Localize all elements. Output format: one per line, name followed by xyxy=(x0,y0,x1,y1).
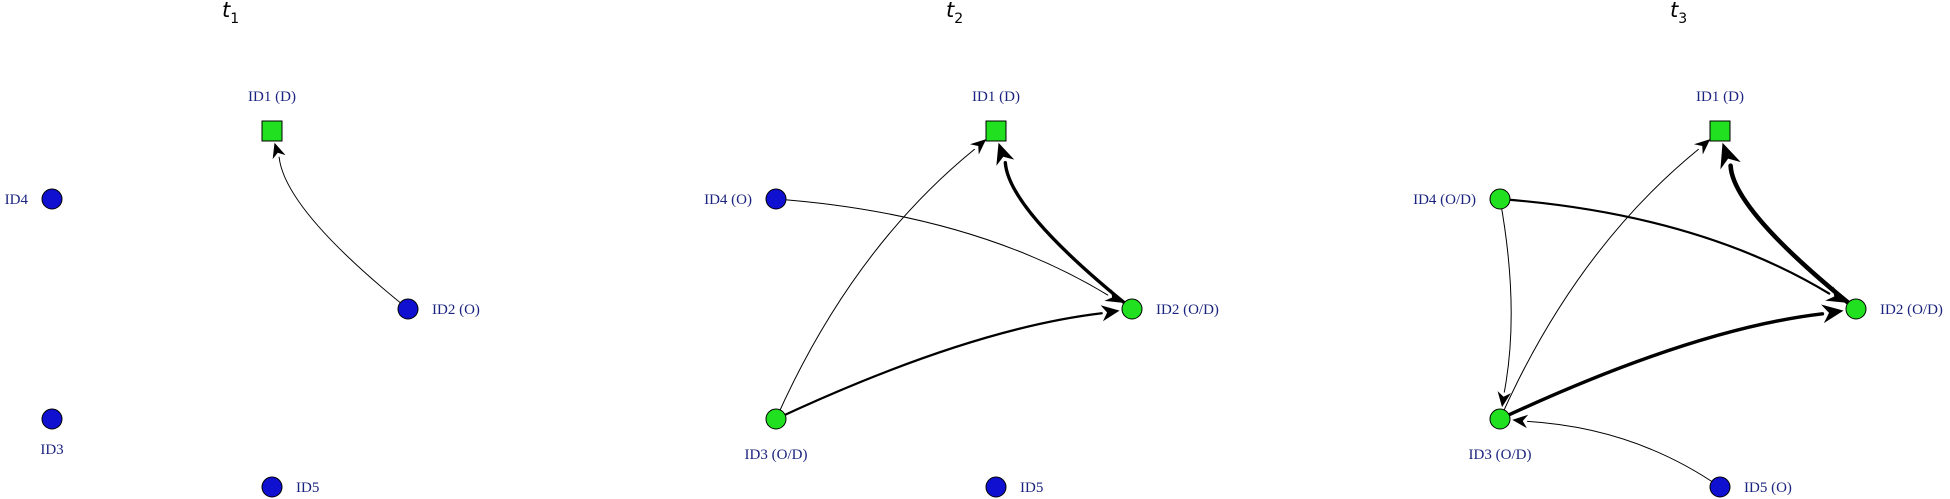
edge-id3-to-id2 xyxy=(774,312,1103,421)
node-label: ID2 (O/D) xyxy=(1156,302,1219,318)
node-id1[interactable]: ID1 (D) xyxy=(248,89,296,142)
node-id2[interactable]: ID2 (O) xyxy=(397,298,480,320)
node-circle xyxy=(1845,298,1867,320)
node-id1[interactable]: ID1 (D) xyxy=(1696,89,1744,142)
node-label: ID5 (O) xyxy=(1744,480,1792,496)
node-id2[interactable]: ID2 (O/D) xyxy=(1845,298,1943,320)
edge-id5-to-id3 xyxy=(1527,420,1721,488)
arrowhead xyxy=(1821,304,1844,324)
node-id3[interactable]: ID3 (O/D) xyxy=(1469,408,1532,463)
arrowhead xyxy=(1693,139,1711,155)
destination-square xyxy=(985,120,1007,142)
node-circle xyxy=(765,408,787,430)
destination-square xyxy=(1709,120,1731,142)
edge-id3-to-id1 xyxy=(775,148,975,420)
panel-title: t3 xyxy=(1670,0,1687,27)
arrowhead xyxy=(996,142,1015,166)
edge-id4-to-id2 xyxy=(1498,197,1831,295)
edge-id2-to-id1 xyxy=(1728,163,1859,312)
node-id5[interactable]: ID5 xyxy=(261,476,319,498)
node-circle xyxy=(41,188,63,210)
panel-t2: t2 ID1 (D) ID4 (O) ID2 (O/D) ID3 (O/D) ID5 xyxy=(704,0,1219,498)
node-label: ID2 (O) xyxy=(432,302,480,318)
node-id2[interactable]: ID2 (O/D) xyxy=(1121,298,1219,320)
node-label: ID3 (O/D) xyxy=(1469,447,1532,463)
node-id5[interactable]: ID5 (O) xyxy=(1709,476,1792,498)
destination-square xyxy=(261,120,283,142)
node-id1[interactable]: ID1 (D) xyxy=(972,89,1020,142)
edge-id2-to-id1 xyxy=(278,156,409,310)
node-circle xyxy=(1709,476,1731,498)
node-label: ID4 (O/D) xyxy=(1413,192,1476,208)
arrowhead xyxy=(1720,142,1741,170)
node-circle xyxy=(985,476,1007,498)
node-label: ID4 xyxy=(5,192,29,208)
panel-title: t2 xyxy=(946,0,963,27)
node-label: ID4 (O) xyxy=(704,192,752,208)
node-id3[interactable]: ID3 (O/D) xyxy=(745,408,808,463)
node-id4[interactable]: ID4 xyxy=(5,188,63,210)
node-id5[interactable]: ID5 xyxy=(985,476,1043,498)
arrowhead xyxy=(272,142,286,160)
node-circle xyxy=(765,188,787,210)
node-label: ID2 (O/D) xyxy=(1880,302,1943,318)
node-label: ID5 xyxy=(296,480,319,496)
node-circle xyxy=(397,298,419,320)
arrowhead xyxy=(1104,289,1122,303)
node-circle xyxy=(41,408,63,430)
node-label: ID1 (D) xyxy=(248,89,296,105)
edge-id3-to-id1 xyxy=(1499,148,1699,420)
arrowhead xyxy=(1512,414,1529,429)
edge-id4-to-id2 xyxy=(775,198,1109,296)
node-circle xyxy=(261,476,283,498)
node-label: ID3 xyxy=(40,442,63,458)
node-circle xyxy=(1121,298,1143,320)
node-circle xyxy=(1489,408,1511,430)
edge-id4-to-id3 xyxy=(1499,198,1512,393)
node-id4[interactable]: ID4 (O) xyxy=(704,188,787,210)
panel-t3: t3 ID1 (D) ID4 (O/D) ID2 (O/D) ID3 (O/D) ID5… xyxy=(1413,0,1943,498)
arrowhead xyxy=(1100,305,1120,322)
node-label: ID1 (D) xyxy=(1696,89,1744,105)
arrowhead xyxy=(1497,391,1511,408)
node-label: ID1 (D) xyxy=(972,89,1020,105)
arrowhead xyxy=(969,139,987,155)
node-id4[interactable]: ID4 (O/D) xyxy=(1413,188,1511,210)
edge-id2-to-id1 xyxy=(1003,161,1134,311)
panel-title: t1 xyxy=(222,0,239,27)
node-label: ID3 (O/D) xyxy=(745,447,808,463)
node-circle xyxy=(1489,188,1511,210)
node-label: ID5 xyxy=(1020,480,1043,496)
node-id3[interactable]: ID3 xyxy=(40,408,64,458)
edge-id3-to-id2 xyxy=(1498,312,1825,421)
